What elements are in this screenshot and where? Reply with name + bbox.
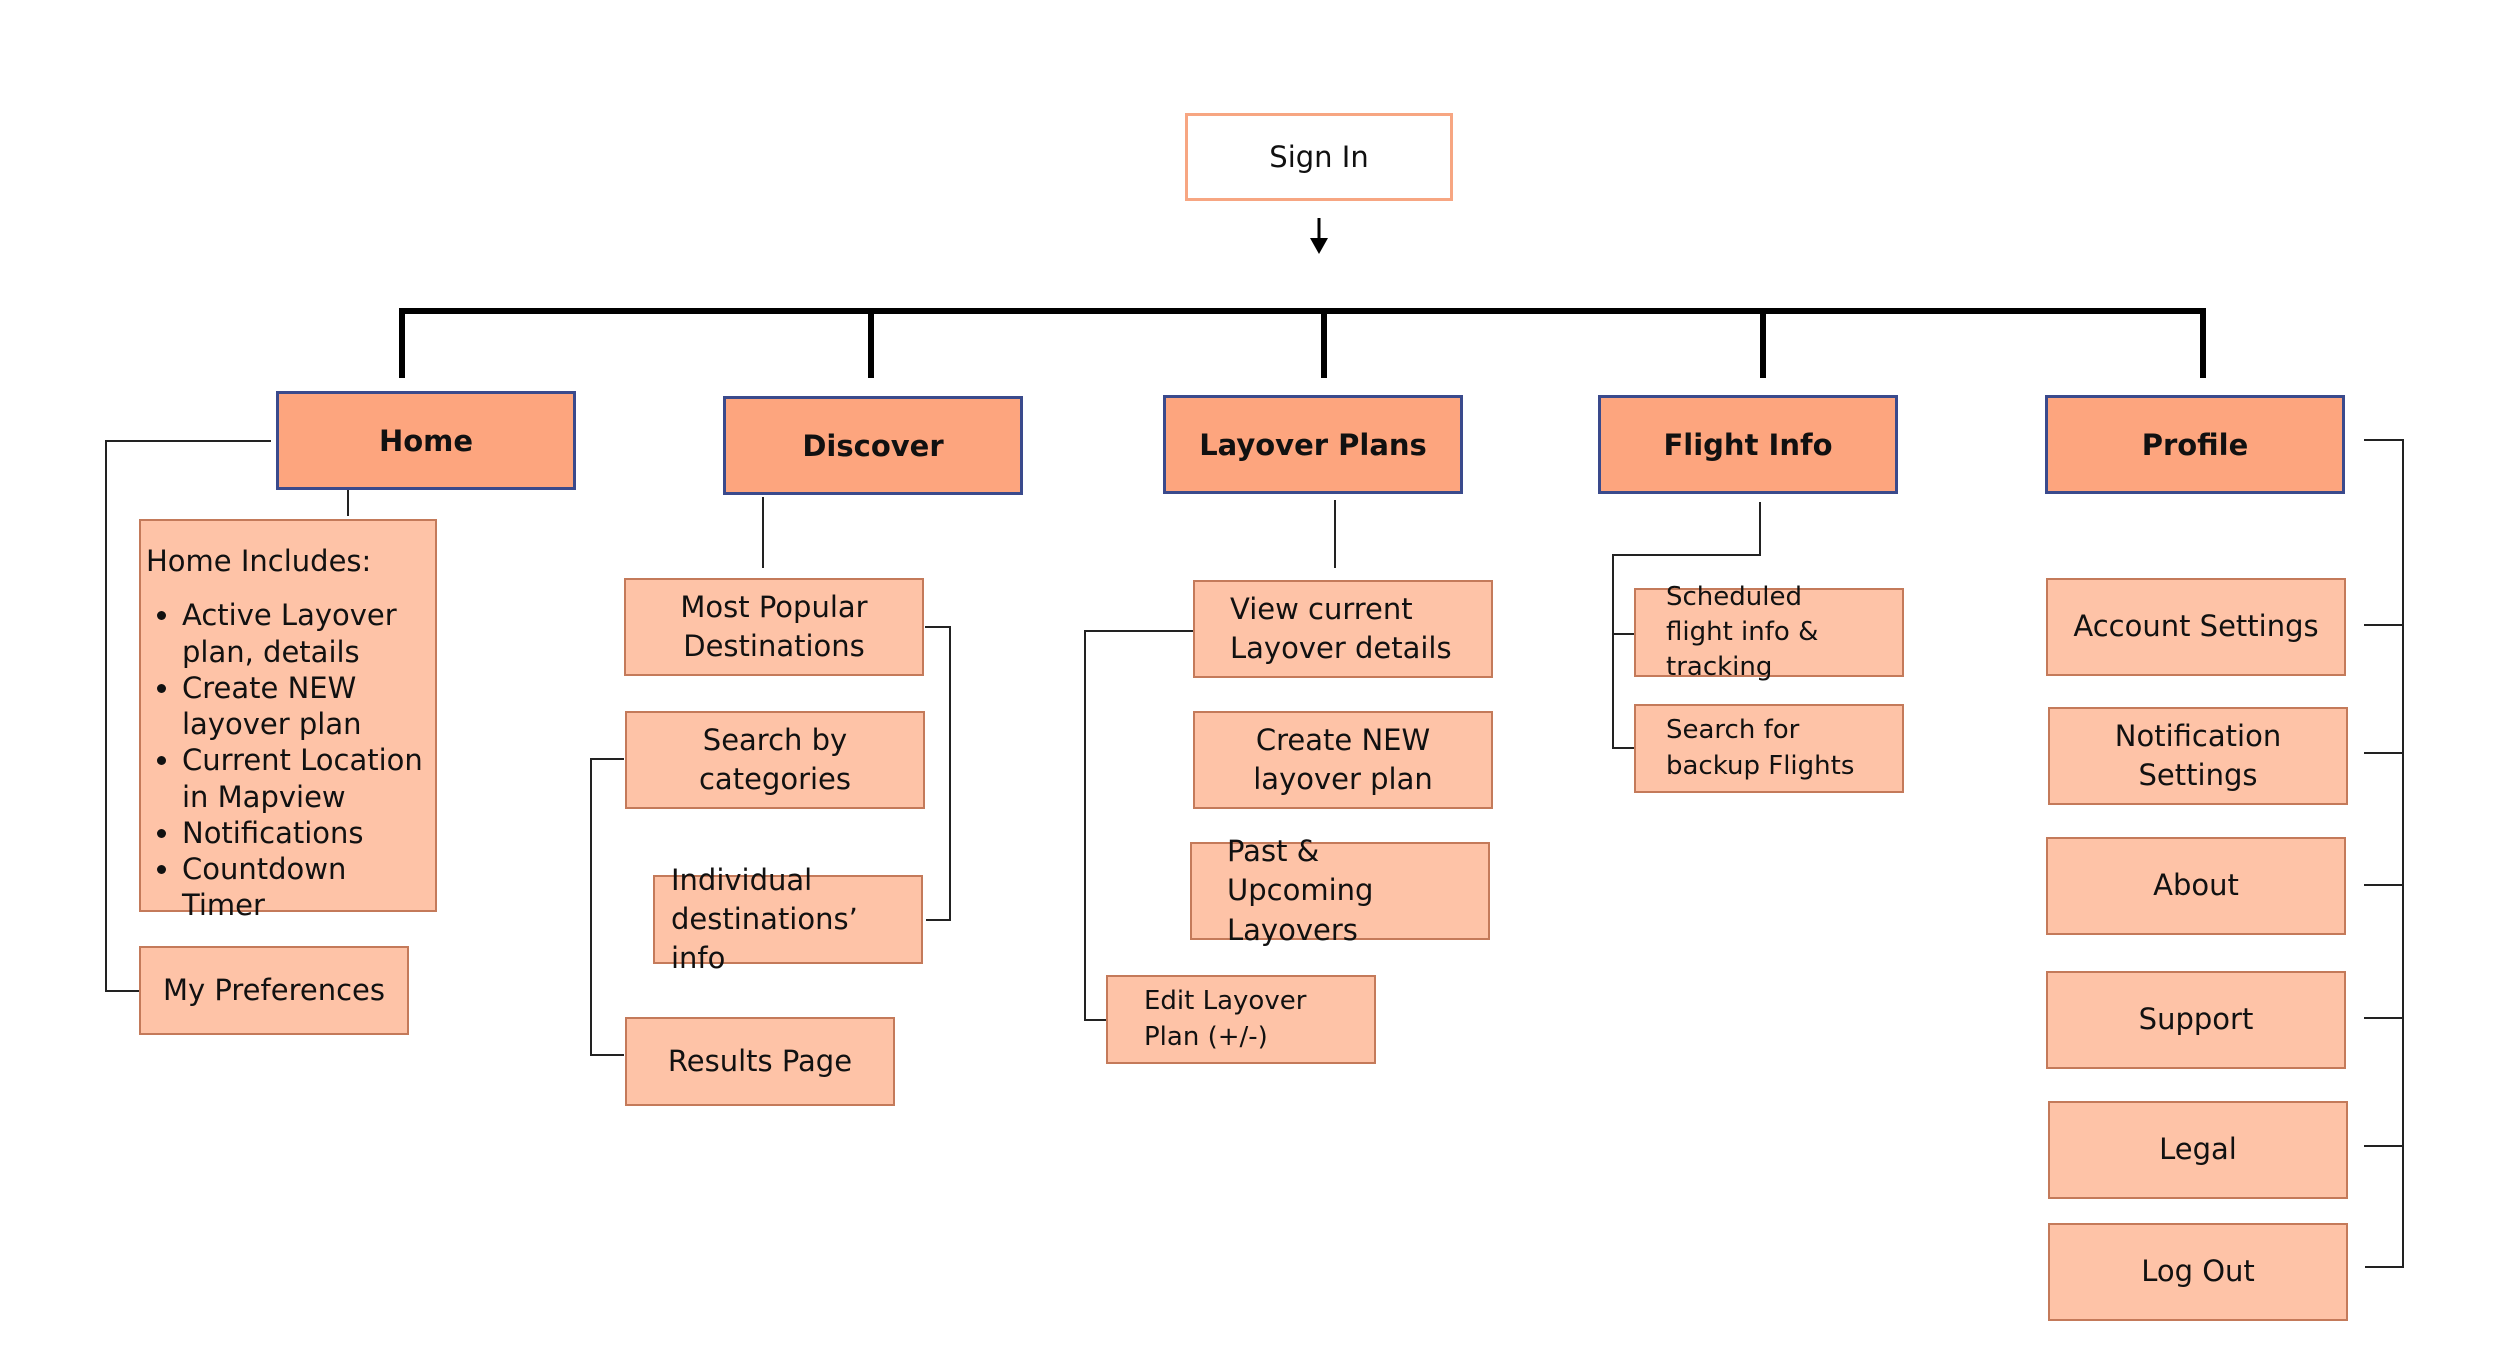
- list-item: Notifications: [182, 815, 425, 851]
- list-item: Active Layover plan, details: [182, 597, 425, 670]
- home-includes-list: Active Layover plan, details Create NEW …: [146, 597, 425, 923]
- flight-to-scheduled: [1612, 502, 1761, 749]
- layover-plans-node: Layover Plans: [1163, 395, 1463, 494]
- account-settings-node: Account Settings: [2046, 578, 2346, 676]
- list-item: Current Location in Mapview: [182, 742, 425, 815]
- legal-node: Legal: [2048, 1101, 2348, 1199]
- edit-layover-plan-node: Edit Layover Plan (+/-): [1106, 975, 1376, 1064]
- view-current-layover-node: View current Layover details: [1193, 580, 1493, 678]
- individual-destinations-node: Individual destinations’ info: [653, 863, 923, 975]
- profile-node: Profile: [2045, 395, 2345, 494]
- profile-bracket: [2364, 439, 2404, 1268]
- flight-info-node: Flight Info: [1598, 395, 1898, 494]
- scheduled-flight-node: Scheduled flight info & tracking: [1634, 582, 1904, 682]
- home-to-preferences: [105, 440, 271, 992]
- popular-to-individual: [925, 626, 951, 921]
- home-node: Home: [276, 391, 576, 490]
- view-to-edit: [1084, 630, 1193, 1021]
- about-node: About: [2046, 837, 2346, 935]
- past-upcoming-layovers-node: Past & Upcoming Layovers: [1190, 834, 1490, 947]
- home-includes-heading: Home Includes:: [146, 544, 372, 578]
- signin-arrow-head: [1310, 238, 1328, 254]
- search-categories-node: Search by categories: [625, 711, 925, 809]
- log-out-node: Log Out: [2048, 1223, 2348, 1321]
- search-to-results: [590, 758, 624, 1056]
- results-page-node: Results Page: [625, 1017, 895, 1106]
- sign-in-node: Sign In: [1185, 113, 1453, 201]
- discover-node: Discover: [723, 396, 1023, 495]
- my-preferences-node: My Preferences: [139, 946, 409, 1035]
- list-item: Countdown Timer: [182, 851, 425, 924]
- create-new-layover-node: Create NEW layover plan: [1193, 711, 1493, 809]
- notification-settings-node: Notification Settings: [2048, 707, 2348, 805]
- home-includes-box: Home Includes: Active Layover plan, deta…: [139, 519, 437, 922]
- most-popular-node: Most Popular Destinations: [624, 578, 924, 676]
- list-item: Create NEW layover plan: [182, 670, 425, 743]
- support-node: Support: [2046, 971, 2346, 1069]
- backup-flights-node: Search for backup Flights: [1634, 704, 1904, 793]
